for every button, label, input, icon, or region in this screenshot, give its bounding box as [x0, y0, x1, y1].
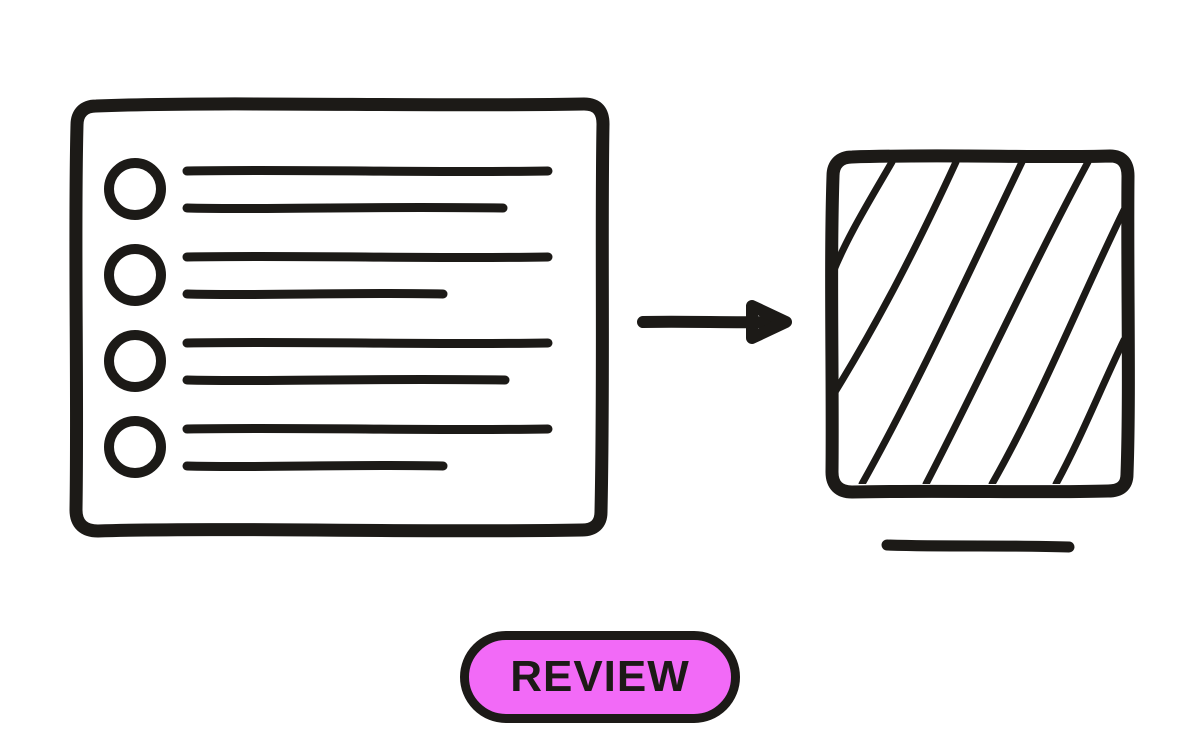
- list-bullet-circle: [104, 158, 166, 220]
- list-item: [104, 158, 553, 220]
- list-text-line: [182, 288, 448, 300]
- list-text-line: [182, 460, 448, 472]
- list-item: [104, 330, 553, 392]
- list-panel-frame: [69, 97, 610, 538]
- arrow-right-icon: [637, 300, 792, 344]
- list-bullet-circle: [104, 244, 166, 306]
- image-caption-line: [881, 539, 1075, 553]
- list-text-line: [182, 423, 553, 435]
- review-button[interactable]: REVIEW: [460, 631, 740, 723]
- list-text-line: [182, 202, 508, 214]
- list-text-line: [182, 374, 510, 386]
- list-items: [104, 158, 553, 478]
- list-panel: [69, 97, 610, 538]
- list-text-line: [182, 337, 553, 349]
- list-item: [104, 416, 553, 478]
- list-text-line: [182, 251, 553, 263]
- list-item: [104, 244, 553, 306]
- image-placeholder: [825, 149, 1135, 499]
- list-text-line: [182, 165, 553, 177]
- list-bullet-circle: [104, 330, 166, 392]
- review-button-label: REVIEW: [510, 652, 690, 701]
- image-placeholder-frame: [825, 149, 1135, 499]
- list-bullet-circle: [104, 416, 166, 478]
- hatch-pattern: [836, 162, 1124, 484]
